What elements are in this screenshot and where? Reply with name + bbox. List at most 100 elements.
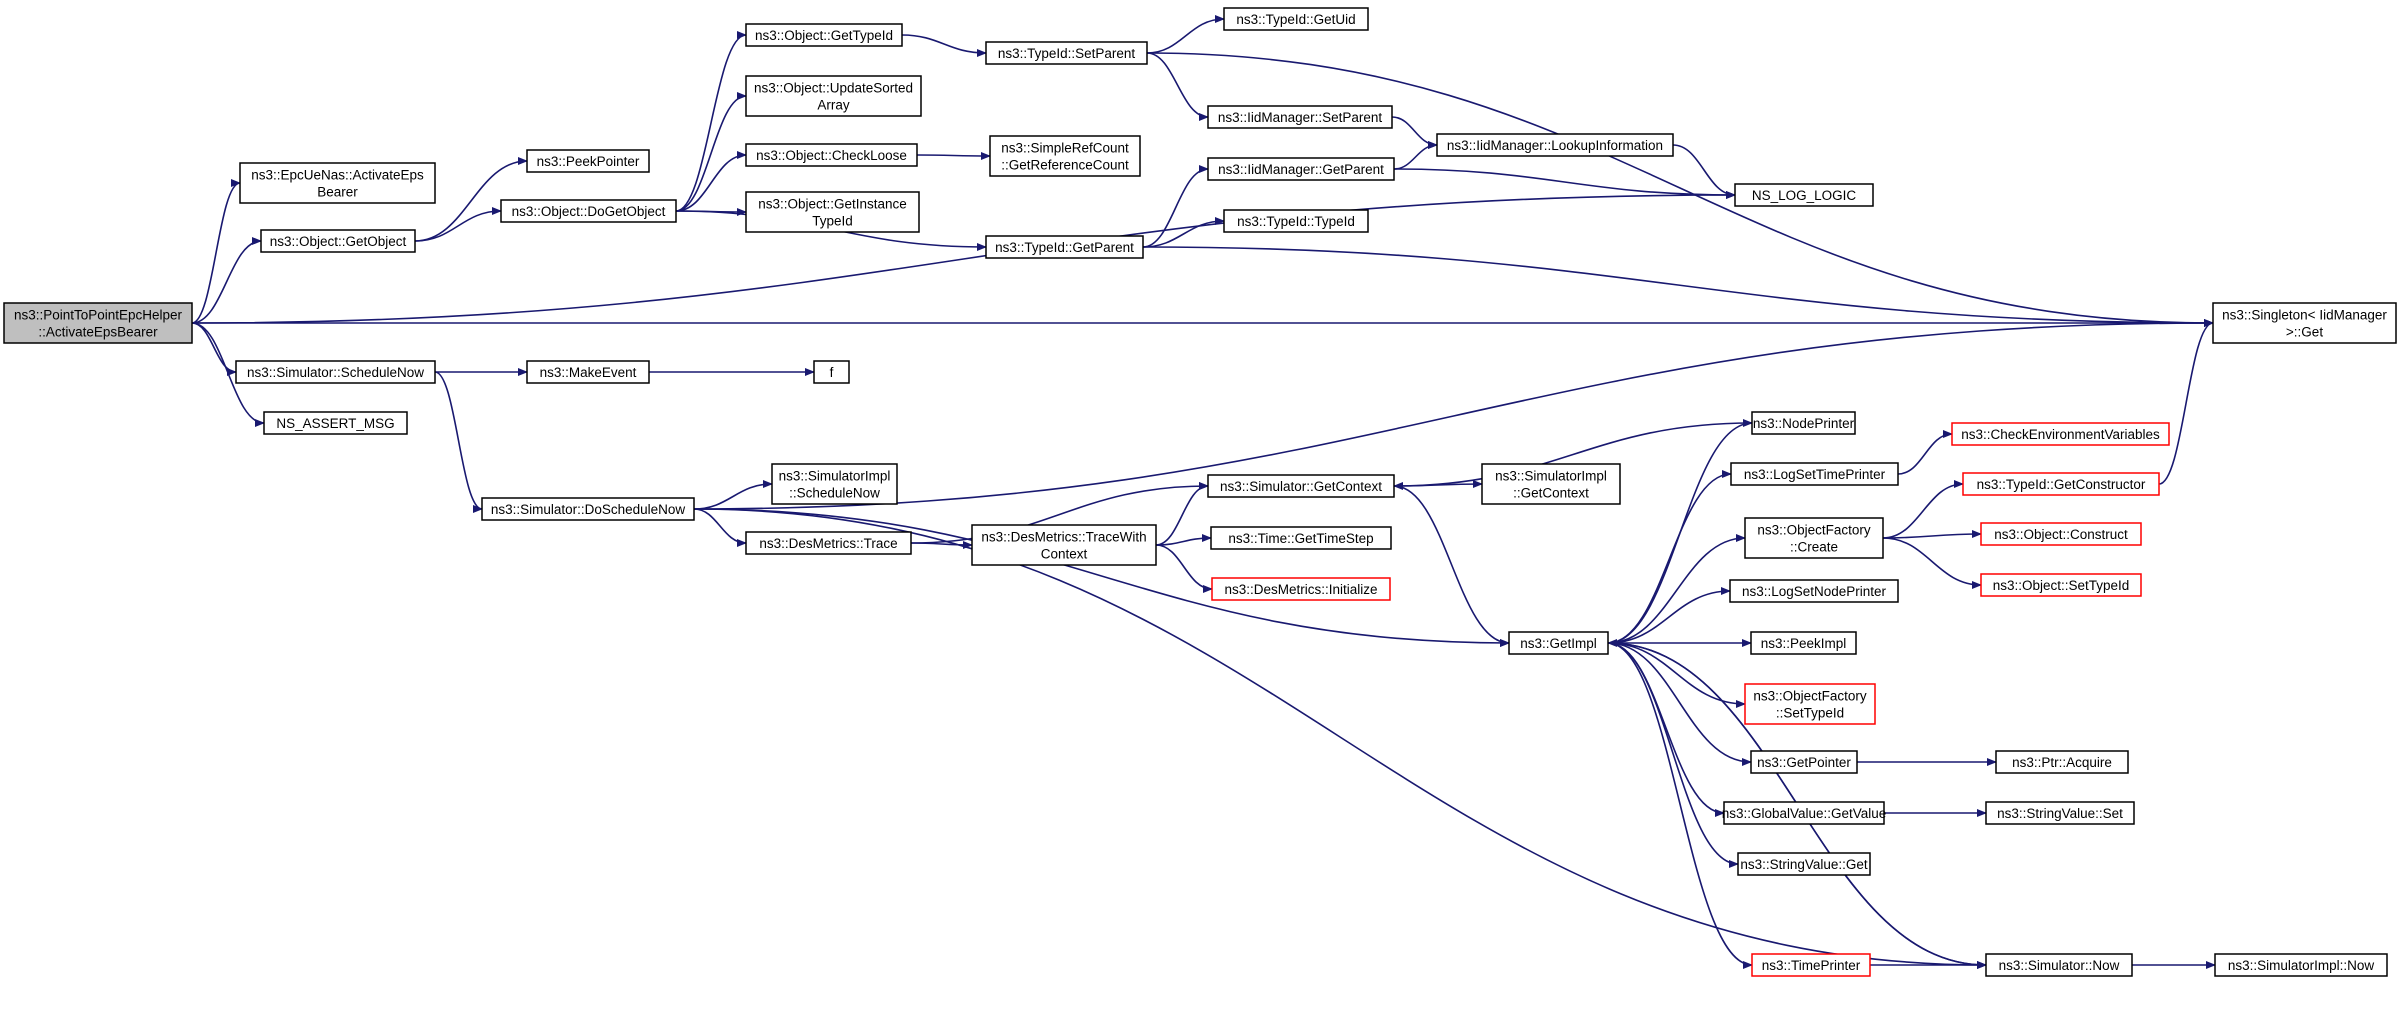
node-timegetstep[interactable]: ns3::Time::GetTimeStep (1210, 526, 1392, 550)
node-label: ns3::StringValue::Get (1740, 857, 1868, 872)
node-label: NS_LOG_LOGIC (1752, 188, 1857, 203)
node-label: ns3::PeekImpl (1761, 636, 1847, 651)
node-makeevent[interactable]: ns3::MakeEvent (526, 360, 650, 384)
node-box (235, 360, 436, 384)
node-objsettypeid[interactable]: ns3::Object::SetTypeId (1980, 573, 2142, 597)
node-f[interactable]: f (813, 360, 850, 384)
edge-doschedulenow-to-singleton (693, 319, 2214, 510)
node-simimplsched[interactable]: ns3::SimulatorImpl::ScheduleNow (771, 463, 898, 505)
node-getrefcount[interactable]: ns3::SimpleRefCount::GetReferenceCount (989, 135, 1141, 177)
node-getctor[interactable]: ns3::TypeId::GetConstructor (1962, 472, 2160, 496)
node-iidgetparent[interactable]: ns3::IidManager::GetParent (1207, 157, 1395, 181)
node-gettypeid[interactable]: ns3::Object::GetTypeId (745, 23, 903, 47)
node-uenas[interactable]: ns3::EpcUeNas::ActivateEpsBearer (239, 162, 436, 204)
node-simimplgetctx[interactable]: ns3::SimulatorImpl::GetContext (1481, 463, 1621, 505)
node-simgetcontext[interactable]: ns3::Simulator::GetContext (1207, 474, 1395, 498)
edge-getobject-to-dogetobject (414, 207, 502, 242)
node-ofcreate[interactable]: ns3::ObjectFactory::Create (1744, 517, 1884, 559)
node-box (813, 360, 850, 384)
node-label: ns3::SimpleRefCount (1001, 141, 1129, 156)
node-ptracquire[interactable]: ns3::Ptr::Acquire (1995, 750, 2129, 774)
node-checkenv[interactable]: ns3::CheckEnvironmentVariables (1951, 422, 2170, 446)
node-label: ::GetContext (1513, 486, 1589, 501)
node-desinit[interactable]: ns3::DesMetrics::Initialize (1211, 577, 1391, 601)
node-box (1751, 411, 1856, 435)
node-simimplnow[interactable]: ns3::SimulatorImpl::Now (2214, 953, 2388, 977)
node-box (1730, 462, 1899, 486)
node-label: ns3::Simulator::GetContext (1220, 479, 1382, 494)
edge-root-to-nslog (191, 191, 1736, 324)
node-objconstruct[interactable]: ns3::Object::Construct (1980, 522, 2142, 546)
node-label: ns3::Object::Construct (1994, 527, 2128, 542)
node-svset[interactable]: ns3::StringValue::Set (1985, 801, 2135, 825)
node-peekpointer[interactable]: ns3::PeekPointer (526, 149, 650, 173)
edge-lookupinfo-to-nslog (1672, 144, 1736, 199)
node-root[interactable]: ns3::PointToPointEpcHelper::ActivateEpsB… (3, 302, 193, 344)
edge-typeidsetparent-to-singleton (1146, 52, 2214, 327)
node-getpointer[interactable]: ns3::GetPointer (1750, 750, 1858, 774)
node-getobject[interactable]: ns3::Object::GetObject (260, 229, 416, 253)
edge-doschedulenow-to-simnow (693, 508, 1987, 969)
node-dogetobject[interactable]: ns3::Object::DoGetObject (500, 199, 677, 223)
node-gvgetvalue[interactable]: ns3::GlobalValue::GetValue (1722, 801, 1887, 825)
node-typeidgetparent[interactable]: ns3::TypeId::GetParent (985, 235, 1144, 259)
node-simnow[interactable]: ns3::Simulator::Now (1985, 953, 2133, 977)
node-box (989, 135, 1141, 177)
node-desmetricstrace[interactable]: ns3::DesMetrics::Trace (745, 531, 912, 555)
node-typeidtypeid[interactable]: ns3::TypeId::TypeId (1223, 209, 1369, 233)
node-label: ns3::MakeEvent (540, 365, 637, 380)
edge-logsettime-to-checkenv (1897, 430, 1953, 475)
edge-checkloose-to-getrefcount (916, 151, 991, 160)
node-box (1210, 526, 1392, 550)
node-getuid[interactable]: ns3::TypeId::GetUid (1223, 7, 1369, 31)
node-label: ns3::SimulatorImpl::Now (2228, 958, 2375, 973)
node-label: ns3::Object::SetTypeId (1993, 578, 2130, 593)
edge-typeidsetparent-to-iidsetparent (1146, 52, 1209, 121)
node-box (1744, 517, 1884, 559)
node-svget[interactable]: ns3::StringValue::Get (1737, 852, 1871, 876)
node-label: ns3::TypeId::GetUid (1236, 12, 1355, 27)
node-lookupinfo[interactable]: ns3::IidManager::LookupInformation (1436, 133, 1674, 157)
node-box (263, 411, 408, 435)
node-label: ns3::Simulator::ScheduleNow (247, 365, 424, 380)
node-label: ns3::SimulatorImpl (779, 469, 891, 484)
node-singleton[interactable]: ns3::Singleton< IidManager>::Get (2212, 302, 2397, 344)
node-nslog[interactable]: NS_LOG_LOGIC (1734, 183, 1874, 207)
node-box (260, 229, 416, 253)
node-label: TypeId (812, 214, 853, 229)
node-box (771, 463, 898, 505)
node-box (500, 199, 677, 223)
node-checkloose[interactable]: ns3::Object::CheckLoose (745, 143, 918, 167)
node-box (745, 191, 920, 233)
edge-desmetricstrace-to-simgetcontext (910, 482, 1209, 544)
node-label: ns3::Singleton< IidManager (2222, 308, 2387, 323)
node-logsettime[interactable]: ns3::LogSetTimePrinter (1730, 462, 1899, 486)
node-timeprinter[interactable]: ns3::TimePrinter (1751, 953, 1871, 977)
node-box (1980, 522, 2142, 546)
node-box (1751, 953, 1871, 977)
node-label: ns3::SimulatorImpl (1495, 469, 1607, 484)
node-ofsettypeid[interactable]: ns3::ObjectFactory::SetTypeId (1744, 683, 1876, 725)
node-peekimpl[interactable]: ns3::PeekImpl (1750, 631, 1857, 655)
node-assert[interactable]: NS_ASSERT_MSG (263, 411, 408, 435)
node-iidsetparent[interactable]: ns3::IidManager::SetParent (1207, 105, 1393, 129)
edge-getimpl-to-gvgetvalue (1607, 642, 1725, 817)
node-label: >::Get (2286, 325, 2323, 340)
node-box (1223, 7, 1369, 31)
node-typeidsetparent[interactable]: ns3::TypeId::SetParent (985, 41, 1148, 65)
node-schedulenow[interactable]: ns3::Simulator::ScheduleNow (235, 360, 436, 384)
node-getimpl[interactable]: ns3::GetImpl (1508, 631, 1609, 655)
node-logsetnode[interactable]: ns3::LogSetNodePrinter (1729, 579, 1899, 603)
edge-getimpl-to-timeprinter (1607, 642, 1753, 969)
edge-iidgetparent-to-nslog (1393, 168, 1736, 199)
node-nodeprinter[interactable]: ns3::NodePrinter (1751, 411, 1856, 435)
node-box (1962, 472, 2160, 496)
node-box (1985, 953, 2133, 977)
node-box (1734, 183, 1874, 207)
node-label: Context (1041, 547, 1088, 562)
node-doschedulenow[interactable]: ns3::Simulator::DoScheduleNow (481, 497, 695, 521)
node-box (1481, 463, 1621, 505)
